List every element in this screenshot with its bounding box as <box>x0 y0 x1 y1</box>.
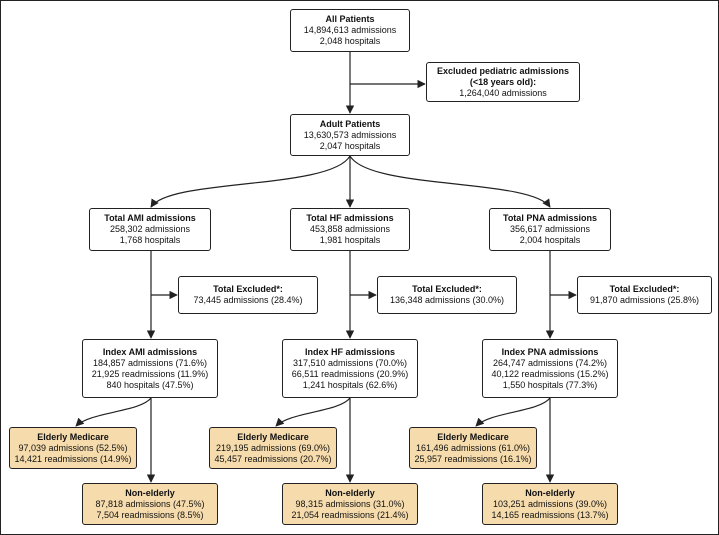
hf-index-box: Index HF admissions 317,510 admissions (… <box>282 339 418 398</box>
node-line: 98,315 admissions (31.0%) <box>295 498 405 509</box>
node-line: 87,818 admissions (47.5%) <box>95 498 205 509</box>
node-line: 40,122 readmissions (15.2%) <box>491 368 609 379</box>
node-title: Total AMI admissions <box>104 213 196 223</box>
node-line: 103,251 admissions (39.0%) <box>492 498 608 509</box>
node-title: Elderly Medicare <box>437 431 509 442</box>
node-line: 264,747 admissions (74.2%) <box>492 357 608 368</box>
all-patients-box: All Patients 14,894,613 admissions 2,048… <box>290 9 410 52</box>
node-line: 356,617 admissions <box>509 224 591 234</box>
node-title: Elderly Medicare <box>237 431 309 442</box>
pna-index-box: Index PNA admissions 264,747 admissions … <box>482 339 618 398</box>
node-line: 21,054 readmissions (21.4%) <box>291 509 409 520</box>
node-line: 73,445 admissions (28.4%) <box>193 295 303 305</box>
node-line: 66,511 readmissions (20.9%) <box>291 368 409 379</box>
node-title: All Patients <box>325 14 375 24</box>
pna-nonelderly-box: Non-elderly 103,251 admissions (39.0%) 1… <box>482 483 618 525</box>
pna-total-box: Total PNA admissions 356,617 admissions … <box>489 208 611 251</box>
edge-hf-elderly <box>275 397 351 427</box>
node-line: 21,925 readmissions (11.9%) <box>91 368 209 379</box>
node-title: Total Excluded*: <box>213 284 283 294</box>
adult-patients-box: Adult Patients 13,630,573 admissions 2,0… <box>290 114 410 156</box>
node-title: Total Excluded*: <box>412 284 482 294</box>
node-line: 184,857 admissions (71.6%) <box>92 357 208 368</box>
node-title: Index PNA admissions <box>501 346 599 357</box>
node-title: Non-elderly <box>325 487 375 498</box>
ami-total-box: Total AMI admissions 258,302 admissions … <box>89 208 211 251</box>
node-line: 45,457 readmissions (20.7%) <box>214 453 332 464</box>
node-title: Non-elderly <box>525 487 575 498</box>
node-line: 136,348 admissions (30.0%) <box>389 295 505 305</box>
node-line: 1,241 hospitals (62.6%) <box>302 379 398 390</box>
node-line: 1,768 hospitals <box>119 235 181 245</box>
node-line: 453,858 admissions <box>309 224 391 234</box>
node-line: 14,894,613 admissions <box>303 25 397 35</box>
node-line: 258,302 admissions <box>109 224 191 234</box>
node-line: 2,004 hospitals <box>519 235 581 245</box>
edge-ami-elderly <box>75 397 152 427</box>
ami-excluded-box: Total Excluded*: 73,445 admissions (28.4… <box>178 276 318 314</box>
node-title: Elderly Medicare <box>37 431 109 442</box>
node-line: 1,264,040 admissions <box>459 87 547 98</box>
node-line: 7,504 readmissions (8.5%) <box>96 509 204 520</box>
node-line: 25,957 readmissions (16.1%) <box>414 453 532 464</box>
node-line: 1,550 hospitals (77.3%) <box>502 379 598 390</box>
edge-pna-elderly <box>475 397 551 427</box>
node-line: 219,195 admissions (69.0%) <box>215 442 331 453</box>
node-title: Adult Patients <box>319 118 381 129</box>
edge-adult-pna <box>349 155 551 208</box>
node-line: 2,048 hospitals <box>319 36 381 46</box>
pna-elderly-box: Elderly Medicare 161,496 admissions (61.… <box>409 427 537 469</box>
node-line: 161,496 admissions (61.0%) <box>415 442 531 453</box>
edge-adult-ami <box>150 155 351 208</box>
node-line: 91,870 admissions (25.8%) <box>589 295 700 305</box>
ami-index-box: Index AMI admissions 184,857 admissions … <box>82 339 218 398</box>
ami-nonelderly-box: Non-elderly 87,818 admissions (47.5%) 7,… <box>82 483 218 525</box>
node-line: 13,630,573 admissions <box>303 129 397 140</box>
node-title: Non-elderly <box>125 487 175 498</box>
node-title: Index HF admissions <box>304 346 396 357</box>
node-line: 97,039 admissions (52.5%) <box>18 442 128 453</box>
node-title: Total Excluded*: <box>609 284 680 294</box>
node-line: 14,165 readmissions (13.7%) <box>491 509 609 520</box>
excluded-pediatric-box: Excluded pediatric admissions (<18 years… <box>426 62 580 102</box>
hf-nonelderly-box: Non-elderly 98,315 admissions (31.0%) 21… <box>282 483 418 525</box>
node-title: Total HF admissions <box>306 213 394 223</box>
hf-excluded-box: Total Excluded*: 136,348 admissions (30.… <box>377 276 517 314</box>
hf-total-box: Total HF admissions 453,858 admissions 1… <box>290 208 410 251</box>
pna-excluded-box: Total Excluded*: 91,870 admissions (25.8… <box>577 276 712 314</box>
node-line: 317,510 admissions (70.0%) <box>292 357 408 368</box>
node-line: 1,981 hospitals <box>319 235 381 245</box>
node-title: Excluded pediatric admissions (<18 years… <box>436 65 570 87</box>
hf-elderly-box: Elderly Medicare 219,195 admissions (69.… <box>209 427 337 469</box>
node-title: Index AMI admissions <box>102 346 198 357</box>
node-line: 840 hospitals (47.5%) <box>106 379 194 390</box>
ami-elderly-box: Elderly Medicare 97,039 admissions (52.5… <box>9 427 137 469</box>
node-line: 2,047 hospitals <box>319 140 381 151</box>
node-title: Total PNA admissions <box>502 213 598 223</box>
node-line: 14,421 readmissions (14.9%) <box>14 453 132 464</box>
